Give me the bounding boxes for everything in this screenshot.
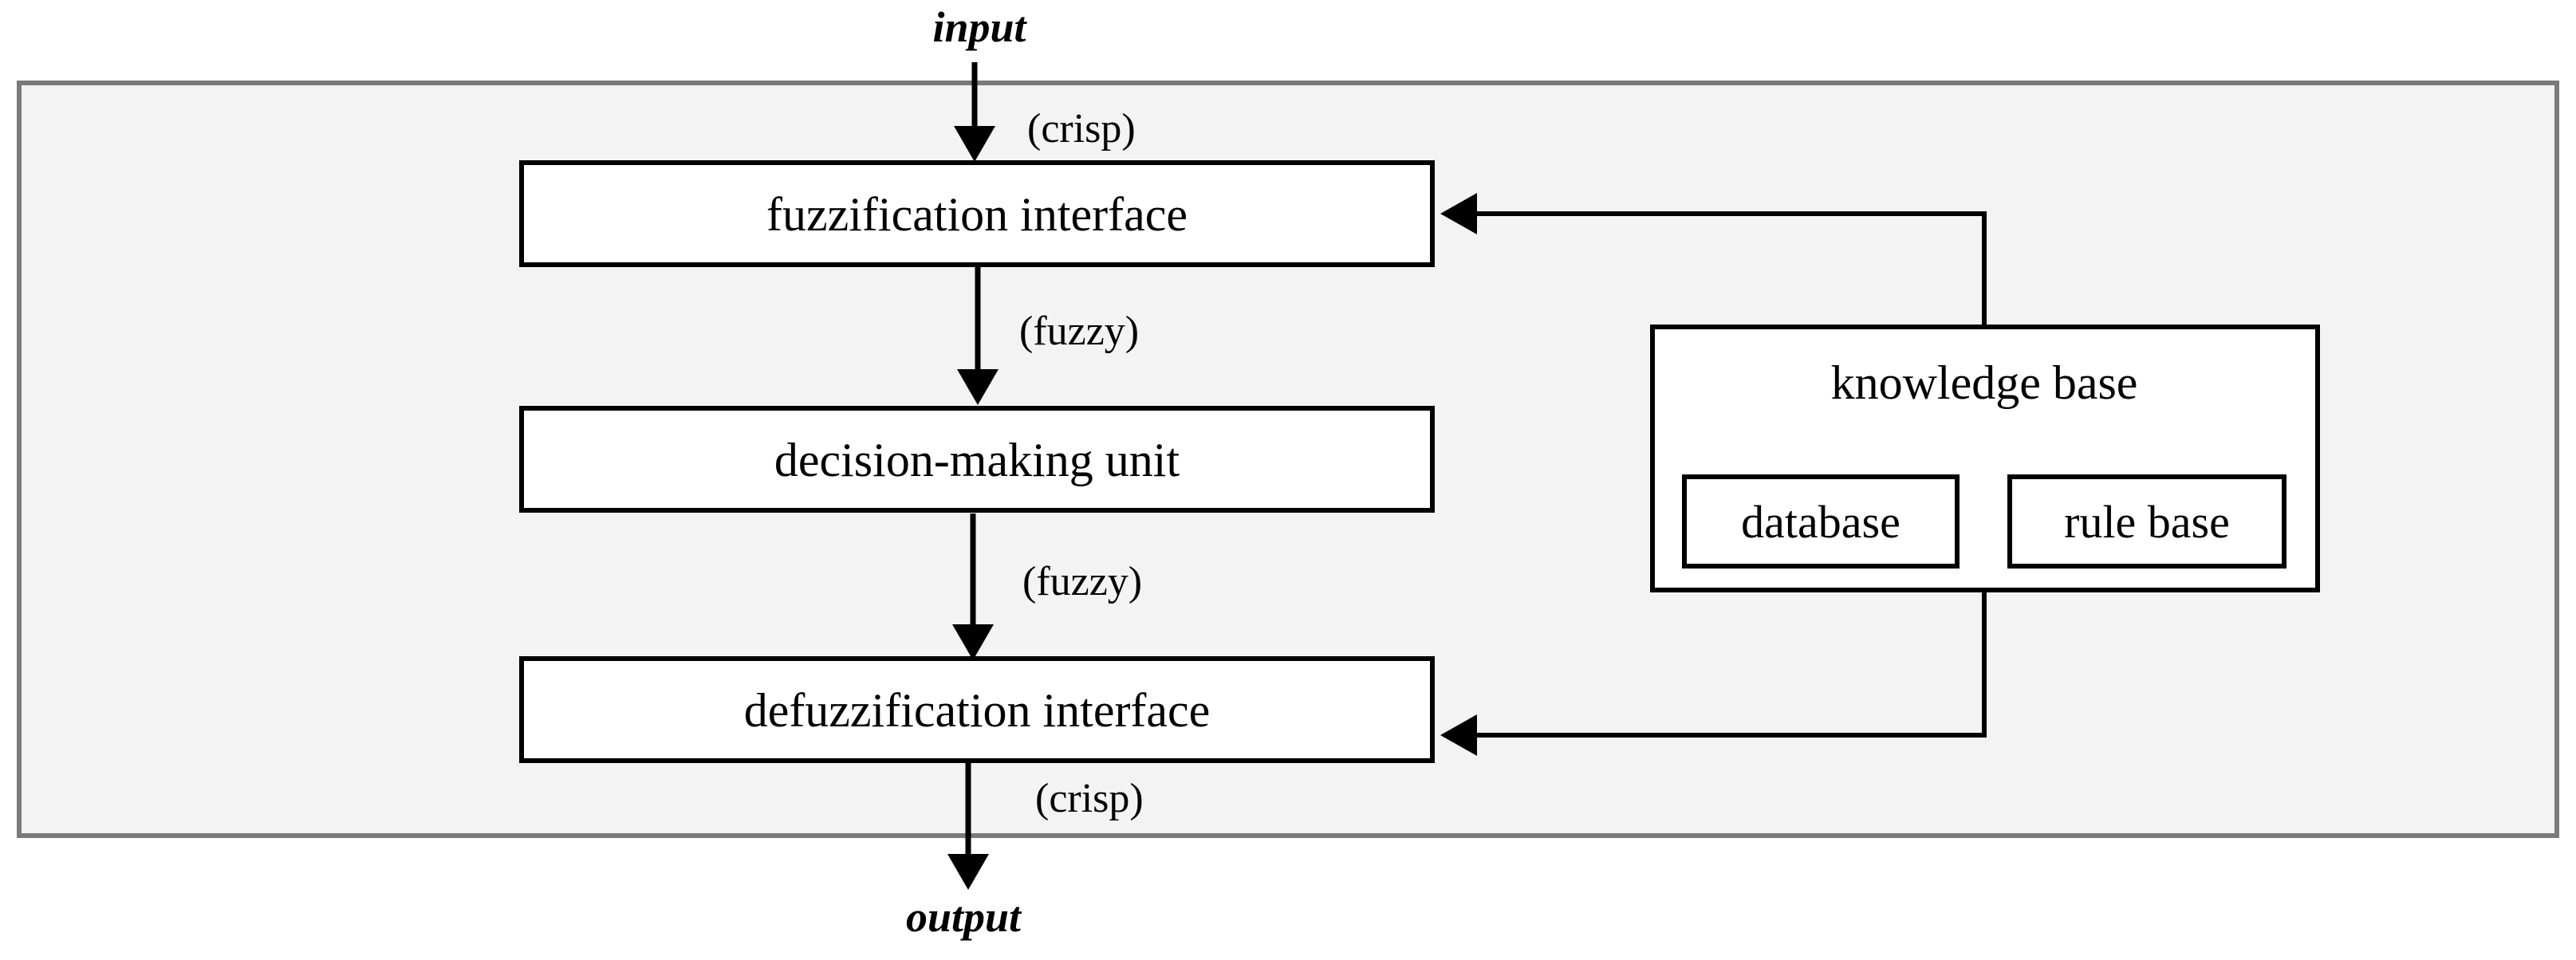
fuzzy-arrow-2 [952,513,994,660]
input-label: input [932,3,1027,51]
edge-label-fuzzy-2: (fuzzy) [1022,559,1142,604]
fuzzy-arrow-1 [957,266,998,405]
edge-label-output-crisp: (crisp) [1035,776,1144,821]
edge-label-fuzzy-1: (fuzzy) [1019,309,1139,354]
database-box [1682,474,1960,569]
defuzzification-interface-box [519,656,1435,763]
fuzzification-interface-label: fuzzification interface [766,188,1188,241]
fuzzification-interface-box [519,160,1435,267]
output-arrow [947,762,989,890]
rule-base-label: rule base [2064,496,2230,548]
decision-making-unit-box [519,406,1435,513]
knowledge-base-label: knowledge base [1831,356,2138,409]
kb-to-defuzzification-arrow [1440,590,1987,756]
rule-base-box [2007,474,2286,569]
output-label: output [906,893,1022,941]
input-arrow [954,62,995,162]
defuzzification-interface-label: defuzzification interface [744,684,1211,737]
decision-making-unit-label: decision-making unit [774,434,1180,486]
kb-to-fuzzification-arrow [1440,193,1987,327]
edge-label-input-crisp: (crisp) [1027,106,1136,151]
database-label: database [1741,496,1900,548]
